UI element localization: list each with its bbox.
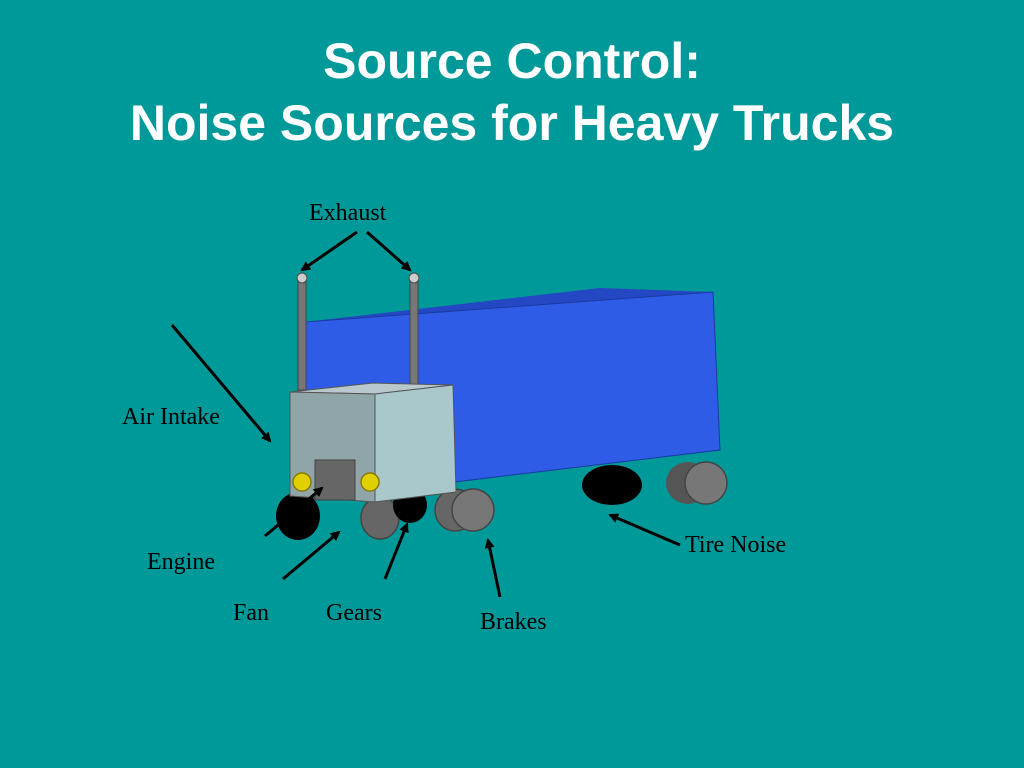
arrow-tire-noise (608, 513, 681, 547)
engine-grille (314, 459, 356, 501)
cab (289, 382, 457, 503)
headlight-left (292, 472, 312, 492)
label-brakes: Brakes (480, 609, 547, 635)
label-engine: Engine (147, 549, 215, 575)
arrow-fan (282, 530, 341, 581)
label-tire-noise: Tire Noise (685, 532, 786, 558)
arrow-exhaust-left (300, 230, 358, 272)
arrow-engine (264, 486, 324, 538)
cab-side (374, 384, 457, 503)
title-line-1: Source Control: (323, 33, 701, 89)
label-air-intake: Air Intake (122, 404, 220, 430)
exhaust-stack-left (297, 277, 307, 391)
arrow-gears (383, 522, 409, 580)
label-fan: Fan (233, 600, 269, 626)
arrow-brakes (484, 538, 502, 598)
label-exhaust: Exhaust (309, 200, 387, 226)
title-line-2: Noise Sources for Heavy Trucks (129, 95, 895, 151)
arrow-air-intake (170, 324, 272, 443)
exhaust-stack-right (409, 277, 419, 391)
headlight-right (360, 472, 380, 492)
slide-title: Source Control: Noise Sources for Heavy … (0, 30, 1024, 154)
label-gears: Gears (326, 600, 382, 626)
arrow-exhaust-right (366, 230, 412, 272)
callout-arrows (170, 230, 681, 598)
rear-wheels (582, 461, 728, 505)
